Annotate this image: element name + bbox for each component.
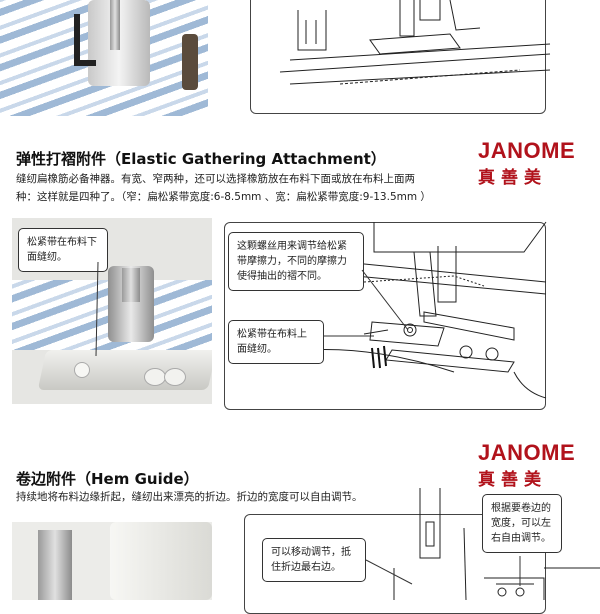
photo-callout-under-fabric: 松紧带在布料下面缝纫。 (18, 228, 108, 272)
elastic-attachment-diagram (283, 221, 547, 399)
allen-wrench-icon-handle (74, 60, 96, 66)
elastic-description-line-1: 缝纫扁橡筋必备神器。有宽、窄两种，还可以选择橡筋放在布料下面或放在布料上面两 (16, 173, 415, 185)
hem-description-line-1: 持续地将布料边缘折起，缝纫出来漂亮的折边。折边的宽度可以自由调节。 (16, 491, 363, 503)
janome-chinese-name: 真善美 (478, 168, 547, 188)
top-sewing-photo (0, 0, 208, 116)
top-diagram-frame (250, 0, 546, 114)
elastic-over-fabric-callout: 松紧带在布料上面缝纫。 (228, 320, 324, 364)
photo-callout-pointer (95, 261, 99, 357)
thread-spool (182, 34, 198, 90)
top-presser-foot-diagram (279, 0, 551, 85)
hem-width-callout: 根据要卷边的宽度，可以左右自由调节。 (482, 494, 562, 553)
diagram-callout-pointers (324, 269, 409, 337)
knob-small (74, 362, 90, 378)
hem-section-title: 卷边附件（Hem Guide） (16, 470, 199, 488)
hem-guide-diagram (393, 488, 600, 601)
elastic-diagram-frame (224, 222, 546, 410)
machine-body (110, 522, 212, 600)
hem-guide-photo (12, 522, 212, 600)
presser-foot (38, 530, 72, 600)
needle-clamp (122, 268, 140, 302)
elastic-description-line-2: 种：这样就是四种了。（窄：扁松紧带宽度:6-8.5mm 、宽：扁松紧带宽度:9-… (16, 191, 431, 203)
allen-wrench-icon (74, 14, 80, 66)
janome-logo: JANOME (478, 138, 576, 163)
adjust-knob-right (164, 368, 186, 386)
hem-callout-pointers (365, 556, 521, 586)
needle-bar (110, 0, 120, 50)
janome-chinese-name-2: 真善美 (478, 470, 547, 490)
screw-adjust-callout: 这颗螺丝用来调节给松紧带摩擦力，不同的摩擦力使得抽出的褶不同。 (228, 232, 364, 291)
elastic-section-title: 弹性打褶附件（Elastic Gathering Attachment） (16, 150, 386, 168)
janome-logo-2: JANOME (478, 440, 576, 465)
hem-stop-callout: 可以移动调节，抵住折边最右边。 (262, 538, 366, 582)
